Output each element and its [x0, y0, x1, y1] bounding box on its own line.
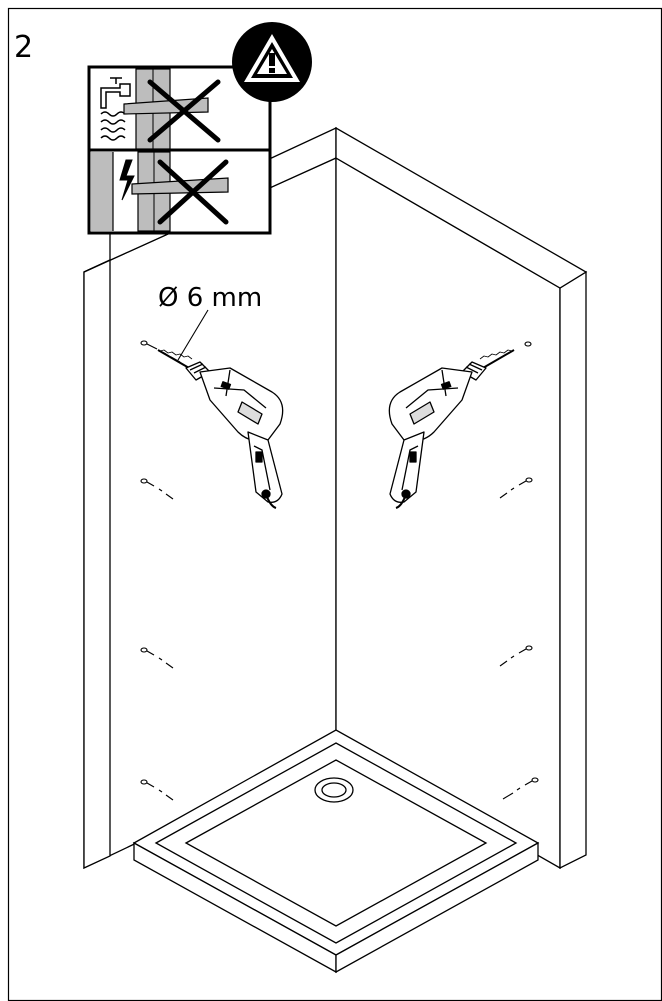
right-wall-top	[335, 126, 588, 289]
hole-mark	[524, 341, 532, 347]
water-pipe-panel	[100, 68, 221, 150]
drain	[314, 777, 354, 803]
drill-diameter-label: Ø 6 mm	[158, 283, 263, 313]
tray-rim-outer	[154, 742, 518, 944]
left-wall-edge	[83, 258, 111, 870]
electric-drill-icon	[157, 349, 284, 509]
hole-mark	[140, 647, 174, 669]
right-wall-edge	[559, 270, 587, 870]
tray-rim-inner	[184, 759, 488, 927]
electric-cable-panel	[91, 151, 229, 232]
drain-cover	[321, 782, 347, 798]
shower-tray	[132, 729, 540, 974]
right-drill-holes	[499, 341, 539, 800]
warning-triangle-icon	[232, 22, 312, 102]
dimension-leader	[177, 309, 209, 361]
left-drill-holes	[140, 340, 181, 801]
hole-mark	[502, 777, 539, 800]
electric-cable-icon	[119, 159, 135, 201]
hole-mark	[499, 477, 533, 499]
step-number: 2	[14, 30, 34, 65]
electric-drill-icon	[388, 349, 515, 509]
hole-mark	[140, 478, 174, 500]
shower-walls	[83, 126, 588, 870]
warning-panel	[87, 22, 312, 235]
hole-mark	[140, 779, 174, 801]
tray-front-right	[335, 841, 539, 974]
hole-mark	[499, 645, 533, 667]
water-pipe-icon	[100, 77, 131, 141]
